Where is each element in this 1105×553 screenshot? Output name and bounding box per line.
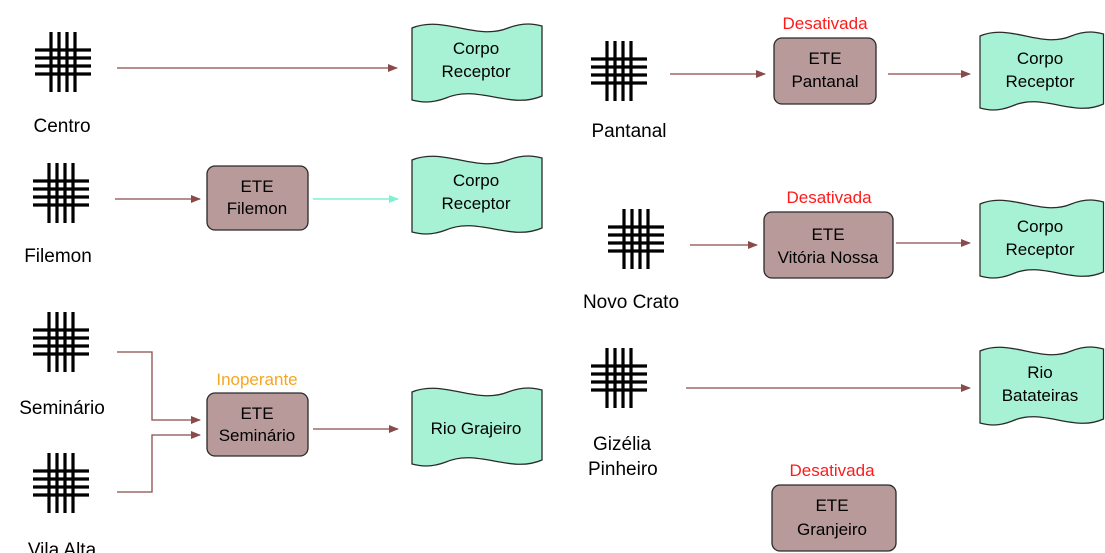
ete-label-line1: ETE: [240, 177, 273, 196]
ete-label-line1: ETE: [240, 404, 273, 423]
receptor-label-line2: Batateiras: [1002, 386, 1079, 405]
receptor-rio-batateiras: Rio Batateiras: [979, 346, 1105, 426]
grid-hash-icon: [589, 346, 649, 410]
neighborhood-label-line1: Gizélia: [593, 434, 652, 455]
status-badge-pantanal: Desativada: [782, 14, 868, 33]
receptor-pantanal: Corpo Receptor: [979, 31, 1105, 111]
connector-vila-alta: [117, 431, 201, 493]
grid-hash-icon: [31, 310, 91, 374]
status-badge-seminario: Inoperante: [216, 370, 297, 389]
grid-hash-icon: [589, 39, 649, 103]
grid-hash-icon: [31, 161, 91, 225]
receptor-label-line2: Receptor: [1006, 240, 1075, 259]
status-badge-granjeiro: Desativada: [789, 461, 875, 480]
neighborhood-novo-crato: Novo Crato: [583, 207, 679, 313]
ete-label-line1: ETE: [808, 49, 841, 68]
ete-granjeiro: ETE Granjeiro: [771, 484, 897, 552]
neighborhood-centro: Centro: [33, 30, 93, 137]
receptor-centro: Corpo Receptor: [411, 23, 543, 103]
receptor-label: Rio Grajeiro: [431, 419, 522, 438]
connector-seminario: [117, 351, 201, 424]
receptor-filemon: Corpo Receptor: [411, 155, 543, 235]
receptor-vitoria: Corpo Receptor: [979, 199, 1105, 279]
neighborhood-vila-alta: Vila Alta: [28, 451, 97, 553]
wavy-document-icon: [979, 199, 1105, 279]
receptor-label-line2: Receptor: [442, 62, 511, 81]
ete-label-line2: Pantanal: [791, 72, 858, 91]
grid-hash-icon: [33, 30, 93, 94]
neighborhood-gizelia-pinheiro: Gizélia Pinheiro: [588, 346, 658, 480]
ete-label-line2: Filemon: [227, 199, 287, 218]
ete-seminario: ETE Seminário: [206, 392, 309, 457]
receptor-label-line2: Receptor: [1006, 72, 1075, 91]
receptor-label-line1: Corpo: [453, 39, 499, 58]
neighborhood-seminario: Seminário: [19, 310, 105, 419]
ete-filemon: ETE Filemon: [206, 165, 309, 231]
ete-label-line1: ETE: [815, 496, 848, 515]
ete-label-line2: Seminário: [219, 426, 296, 445]
neighborhood-label: Filemon: [24, 246, 92, 267]
status-badge-vitoria: Desativada: [786, 188, 872, 207]
ete-label-line2: Granjeiro: [797, 520, 867, 539]
grid-hash-icon: [606, 207, 666, 271]
ete-vitoria-nossa: ETE Vitória Nossa: [763, 211, 894, 279]
receptor-label-line2: Receptor: [442, 194, 511, 213]
receptor-label-line1: Corpo: [1017, 49, 1063, 68]
neighborhood-label: Seminário: [19, 398, 105, 419]
receptor-rio-grajeiro: Rio Grajeiro: [411, 387, 543, 467]
ete-label-line1: ETE: [811, 225, 844, 244]
neighborhood-label: Centro: [33, 116, 90, 137]
neighborhood-pantanal: Pantanal: [589, 39, 667, 142]
neighborhood-label: Vila Alta: [28, 540, 97, 553]
grid-hash-icon: [31, 451, 91, 515]
neighborhood-label-line2: Pinheiro: [588, 459, 658, 480]
receptor-label-line1: Corpo: [453, 171, 499, 190]
receptor-label-line1: Corpo: [1017, 217, 1063, 236]
wavy-document-icon: [979, 31, 1105, 111]
ete-pantanal: ETE Pantanal: [773, 37, 877, 105]
neighborhood-label: Pantanal: [591, 121, 666, 142]
receptor-label-line1: Rio: [1027, 363, 1053, 382]
ete-label-line2: Vitória Nossa: [778, 248, 879, 267]
neighborhood-filemon: Filemon: [24, 161, 92, 267]
neighborhood-label: Novo Crato: [583, 292, 679, 313]
